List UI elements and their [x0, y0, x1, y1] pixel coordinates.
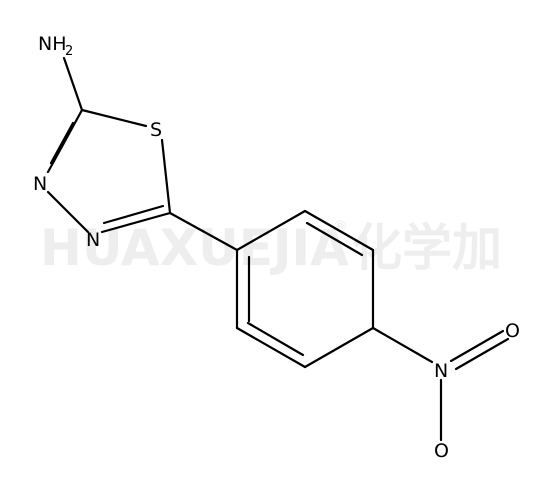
- bond-ring-2-inner: [305, 221, 364, 257]
- atom-labels: NH 2 S N N N O O: [33, 33, 520, 462]
- bond-c2-s: [80, 108, 148, 128]
- bond-ring-5-inner: [246, 321, 305, 357]
- atom-nh2-subscript: 2: [65, 44, 73, 59]
- atom-nitro-o1: O: [505, 320, 520, 342]
- bond-nitro-o1: [449, 329, 505, 363]
- watermark-registered: ®: [332, 217, 348, 236]
- atom-n3: N: [33, 173, 47, 195]
- bond-ring-1: [235, 209, 307, 252]
- bonds: [46, 56, 510, 442]
- bond-ring-2: [303, 209, 375, 252]
- bond-amine-c2: [62, 56, 84, 112]
- atom-nitro-n: N: [434, 360, 448, 382]
- bond-s-c5: [160, 138, 172, 215]
- bond-n4-c5-second: [102, 204, 165, 225]
- bond-n3-n4: [46, 190, 90, 234]
- atom-n4: N: [86, 229, 100, 251]
- watermark: HUAXUEJIA ® 化学加: [40, 217, 502, 277]
- bond-c5-aryl: [168, 211, 239, 252]
- bond-c2-n3: [46, 108, 84, 174]
- atom-nitro-o2: O: [434, 440, 449, 462]
- bond-ring-5: [235, 326, 307, 369]
- watermark-latin: HUAXUEJIA: [40, 219, 349, 277]
- bond-nitro-o1-second: [454, 337, 510, 371]
- bond-c2-n3-second: [49, 121, 75, 165]
- bond-ring-4: [303, 326, 375, 369]
- atom-nh2-label: NH: [38, 33, 67, 55]
- atom-sulfur: S: [150, 119, 162, 141]
- watermark-cjk: 化学加: [352, 219, 502, 277]
- bond-n4-c5: [100, 211, 172, 234]
- bond-aryl-nitro: [371, 326, 434, 364]
